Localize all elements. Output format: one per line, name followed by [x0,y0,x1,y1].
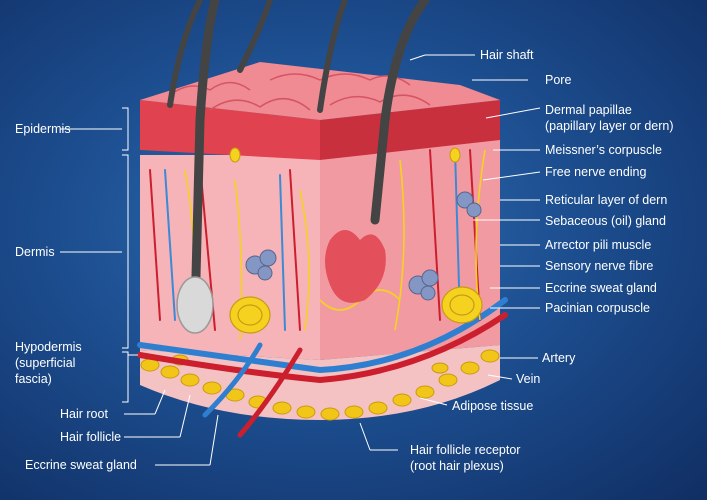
vein-main [137,297,508,374]
label-adipose-tissue: Adipose tissue [452,399,534,413]
label-vein: Vein [516,372,541,386]
epidermis-bracket [60,107,129,151]
label-free-nerve-ending: Free nerve ending [545,165,647,179]
label-dermal-papillae-line1: Dermal papillae [545,103,632,117]
sebaceous-gland [325,230,386,303]
capillaries-red [149,149,481,331]
label-pacinian-corpuscle: Pacinian corpuscle [545,301,650,315]
hair-shaft-1 [190,0,220,320]
hair-shaft-5 [167,0,203,108]
leader-lines [60,54,541,466]
hair [167,0,430,334]
label-epidermis: Epidermis [15,122,71,136]
sweat-gland-coils [245,191,482,301]
label-reticular-layer: Reticular layer of dern [545,193,668,207]
label-meissners-corpuscle: Meissner’s corpuscle [545,143,662,157]
label-arrector-pili: Arrector pili muscle [545,238,652,252]
hair-shaft-4 [370,0,430,225]
glands [229,147,483,334]
label-eccrine-sweat-gland-right: Eccrine sweat gland [545,281,657,295]
label-hair-follicle-receptor-line1: Hair follicle receptor [410,443,521,457]
label-artery: Artery [542,351,576,365]
meissners-corpuscles [229,147,461,163]
label-sebaceous-gland: Sebaceous (oil) gland [545,214,666,228]
label-hypodermis-line2: (superficial [15,356,76,370]
label-pore: Pore [545,73,572,87]
blood-vessels [137,149,508,438]
dermis-bracket [60,154,129,349]
label-hair-follicle: Hair follicle [60,430,122,444]
hair-follicle-bulb [176,276,214,334]
hair-shaft-3 [317,0,348,113]
artery-main [137,312,508,384]
label-hypodermis-line1: Hypodermis [15,340,82,354]
label-dermal-papillae-line2: (papillary layer or dern) [545,119,674,133]
vein-branch [202,342,263,418]
label-hair-follicle-receptor-line2: (root hair plexus) [410,459,504,473]
label-hair-shaft: Hair shaft [480,48,534,62]
artery-branch [237,347,303,438]
hypodermis-bracket [122,351,138,403]
adipose-tissue [140,349,500,421]
hair-shaft-2 [237,0,273,73]
label-sensory-nerve: Sensory nerve fibre [545,259,654,273]
label-eccrine-sweat-gland-left: Eccrine sweat gland [25,458,137,472]
label-dermis: Dermis [15,245,55,259]
label-hypodermis-line3: fascia) [15,372,52,386]
pacinian-corpuscles [229,286,483,334]
label-hair-root: Hair root [60,407,108,421]
